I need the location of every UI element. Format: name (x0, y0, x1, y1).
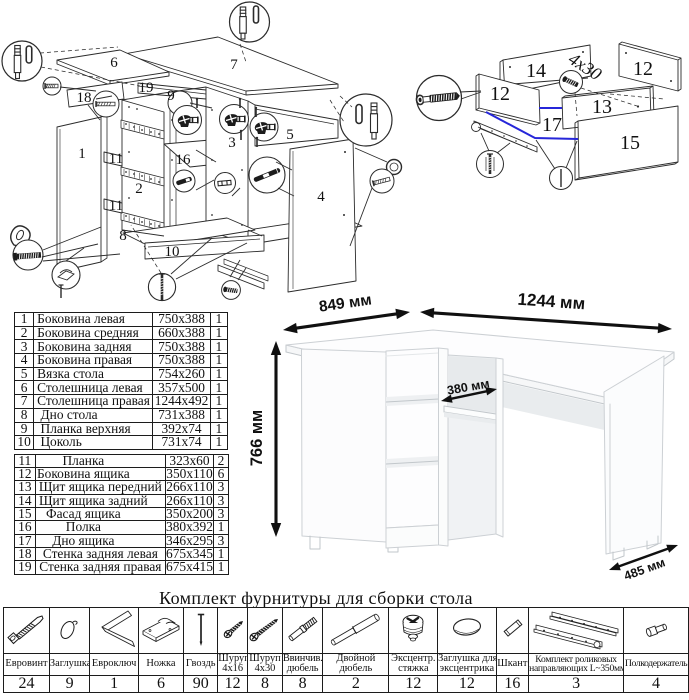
svg-text:17: 17 (542, 114, 562, 136)
svg-text:1244 мм: 1244 мм (517, 290, 586, 314)
svg-text:9: 9 (167, 88, 175, 104)
svg-text:3: 3 (228, 135, 236, 151)
svg-text:11: 11 (109, 151, 123, 167)
svg-text:19: 19 (139, 80, 154, 96)
svg-text:5: 5 (286, 127, 294, 143)
svg-text:11: 11 (109, 198, 123, 214)
svg-text:4: 4 (317, 189, 325, 205)
svg-text:13: 13 (592, 96, 612, 118)
svg-text:766 мм: 766 мм (248, 410, 266, 467)
svg-text:2: 2 (135, 181, 143, 197)
svg-text:7: 7 (230, 57, 238, 73)
svg-text:485 мм: 485 мм (622, 555, 667, 583)
svg-text:14: 14 (526, 60, 546, 82)
svg-text:6: 6 (110, 55, 118, 71)
svg-text:12: 12 (490, 83, 510, 105)
svg-text:15: 15 (620, 132, 640, 154)
svg-text:1: 1 (78, 146, 86, 162)
svg-text:8: 8 (119, 228, 127, 244)
svg-text:16: 16 (176, 152, 192, 168)
svg-text:849 мм: 849 мм (318, 291, 373, 315)
svg-text:12: 12 (633, 58, 653, 80)
svg-text:18: 18 (77, 90, 92, 106)
svg-text:10: 10 (165, 244, 180, 260)
